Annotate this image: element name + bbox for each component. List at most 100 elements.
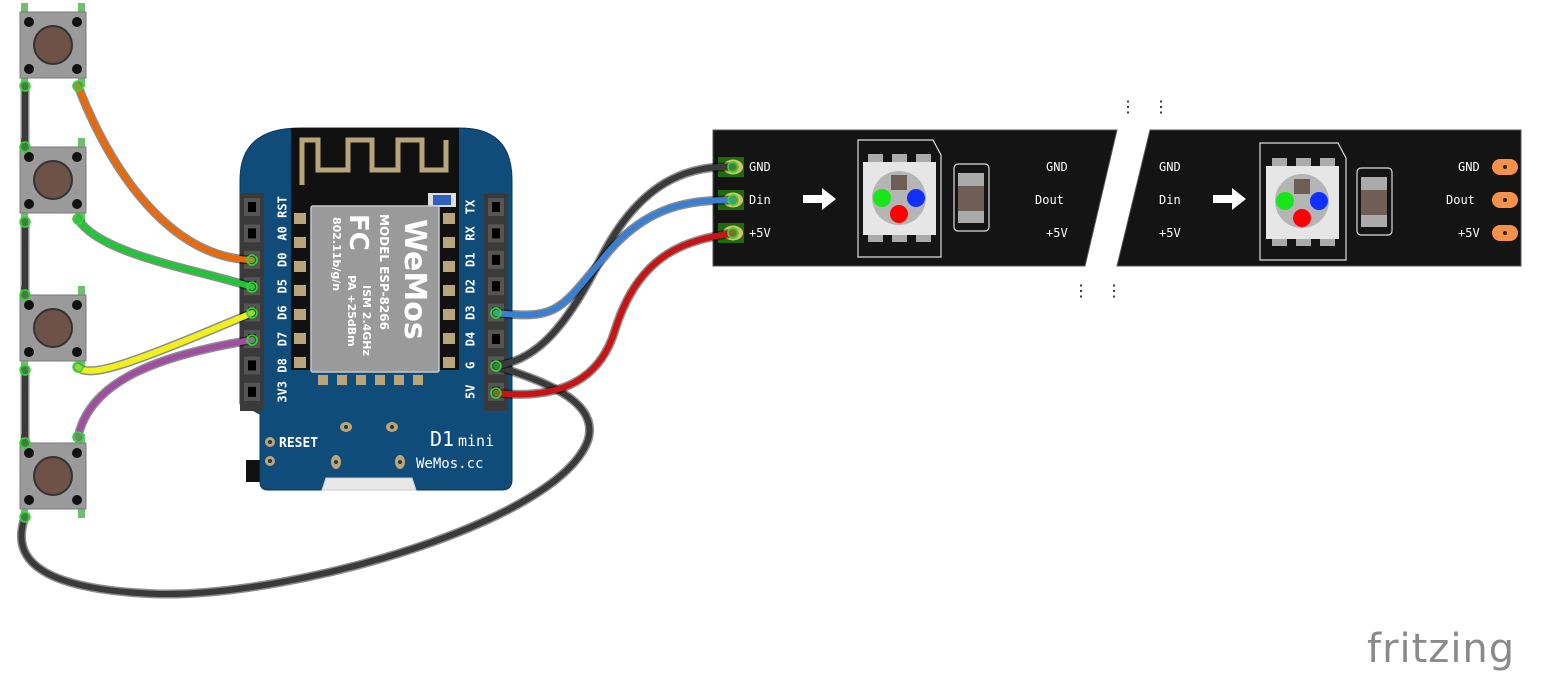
strip1-in-label-din: Din (749, 193, 771, 207)
wire-endpoint[interactable] (19, 437, 31, 449)
wire-endpoint[interactable] (490, 307, 502, 319)
pin-label: RST (276, 196, 290, 218)
continuation-dots: ⋮ (1153, 97, 1169, 116)
strip2-in-label-5v: +5V (1159, 226, 1181, 240)
pin-label: D1 (464, 253, 478, 267)
wire-black-ground-loop[interactable] (17, 361, 595, 599)
wire-endpoint[interactable] (72, 80, 84, 92)
header-pin-d8[interactable] (244, 356, 260, 375)
wire-orange-d0[interactable] (73, 81, 257, 265)
wire-endpoint[interactable] (19, 216, 31, 228)
pin-label: RX (464, 225, 478, 240)
pin-label: 5V (464, 385, 478, 399)
strip1-out-label-5v: +5V (1046, 226, 1068, 240)
wire-endpoint[interactable] (490, 360, 502, 372)
pin-label: A0 (276, 226, 290, 240)
led-blue-die (1310, 192, 1328, 210)
fcc-logo: FC (343, 214, 373, 251)
strip1-in-label-gnd: GND (749, 160, 771, 174)
header-pin-d4[interactable] (488, 330, 504, 348)
header-pin-rst[interactable] (244, 198, 260, 216)
pin-label: D7 (276, 332, 290, 346)
arrow-right-icon (1213, 188, 1246, 210)
pin-label: D3 (464, 305, 478, 319)
pin-label: TX (464, 199, 478, 214)
board-name-sub: mini (458, 432, 494, 450)
strip2-in-label-gnd: GND (1159, 160, 1181, 174)
wire-endpoint[interactable] (72, 431, 84, 443)
strip2-out-label-gnd: GND (1458, 160, 1480, 174)
pin-label: 3V3 (276, 381, 290, 403)
strip1-out-label-gnd: GND (1046, 160, 1068, 174)
led-strip[interactable]: GND Din +5V GND Dout +5V GND Din +5V (712, 97, 1522, 300)
module-ism: ISM 2.4GHz (360, 285, 373, 356)
fritzing-logo: fritzing (1367, 626, 1515, 672)
continuation-dots: ⋮ (1106, 281, 1122, 300)
wire-purple-d7[interactable] (73, 335, 257, 442)
header-pin-3v3[interactable] (244, 382, 260, 401)
strip2-out-label-5v: +5V (1458, 226, 1480, 240)
strip2-out-label-dout: Dout (1446, 193, 1475, 207)
led-pixel-1[interactable] (857, 139, 942, 258)
pin-label: G (464, 362, 478, 369)
wire-yellow-d6[interactable] (73, 308, 257, 376)
module-brand: WeMos (397, 219, 432, 340)
led-pixel-2[interactable] (1259, 142, 1347, 261)
pin-label: D6 (276, 305, 290, 319)
header-pin-a0[interactable] (244, 224, 260, 243)
wire-endpoint[interactable] (19, 511, 31, 523)
continuation-dots: ⋮ (1120, 97, 1136, 116)
capacitor-1 (953, 163, 990, 232)
led-green-die (873, 189, 891, 207)
pin-label: D5 (276, 279, 290, 293)
led-green-die (1276, 192, 1294, 210)
wire-endpoint[interactable] (72, 361, 84, 373)
wire-blue-d3-to-din[interactable] (491, 195, 738, 320)
wire-endpoint[interactable] (246, 307, 258, 319)
wire-endpoint[interactable] (246, 334, 258, 346)
wire-endpoint[interactable] (19, 364, 31, 376)
board-name-main: D1 (430, 427, 454, 451)
push-button-3[interactable] (19, 286, 87, 370)
push-button-4[interactable] (19, 434, 87, 518)
wire-endpoint[interactable] (246, 281, 258, 293)
push-button-2[interactable] (19, 138, 87, 222)
strip2-in-label-din: Din (1159, 193, 1181, 207)
header-pin-rx[interactable] (488, 224, 504, 243)
module-protocol: 802.11b/g/n (330, 217, 343, 291)
module-pads (294, 213, 455, 385)
pin-label: D0 (276, 253, 290, 267)
capacitor-2 (1356, 167, 1393, 236)
board-maker: WeMos.cc (416, 456, 483, 472)
usb-connector (321, 477, 417, 491)
header-pin-d2[interactable] (488, 277, 504, 296)
led-blue-die (907, 189, 925, 207)
wemos-d1-mini-board[interactable]: WeMos MODEL ESP-8266 ISM 2.4GHz PA +25dB… (239, 127, 513, 491)
wire-endpoint[interactable] (72, 213, 84, 225)
wire-endpoint[interactable] (727, 194, 739, 206)
module-model: MODEL ESP-8266 (377, 214, 391, 330)
wire-endpoint[interactable] (19, 141, 31, 153)
wires (17, 80, 739, 599)
wire-endpoint[interactable] (727, 227, 739, 239)
esp8266-module (310, 205, 440, 373)
arrow-right-icon (803, 188, 836, 210)
header-pin-tx[interactable] (488, 198, 504, 216)
wire-green-d5[interactable] (73, 214, 257, 292)
pin-label: D2 (464, 279, 478, 293)
strip1-out-label-dout: Dout (1035, 193, 1064, 207)
wire-endpoint[interactable] (246, 254, 258, 266)
module-pa: PA +25dBm (345, 275, 358, 347)
wire-endpoint[interactable] (19, 80, 31, 92)
wire-endpoint[interactable] (19, 289, 31, 301)
led-red-die (1293, 209, 1311, 227)
reset-button[interactable] (246, 460, 260, 482)
strip-output-pads[interactable] (1492, 159, 1518, 241)
led-red-die (890, 205, 908, 223)
push-button-1[interactable] (19, 3, 87, 87)
wire-endpoint[interactable] (727, 161, 739, 173)
reset-label: RESET (279, 436, 318, 451)
wire-endpoint[interactable] (490, 387, 502, 399)
wire-red-5v-to-5v[interactable] (491, 228, 738, 399)
header-pin-d1[interactable] (488, 250, 504, 269)
